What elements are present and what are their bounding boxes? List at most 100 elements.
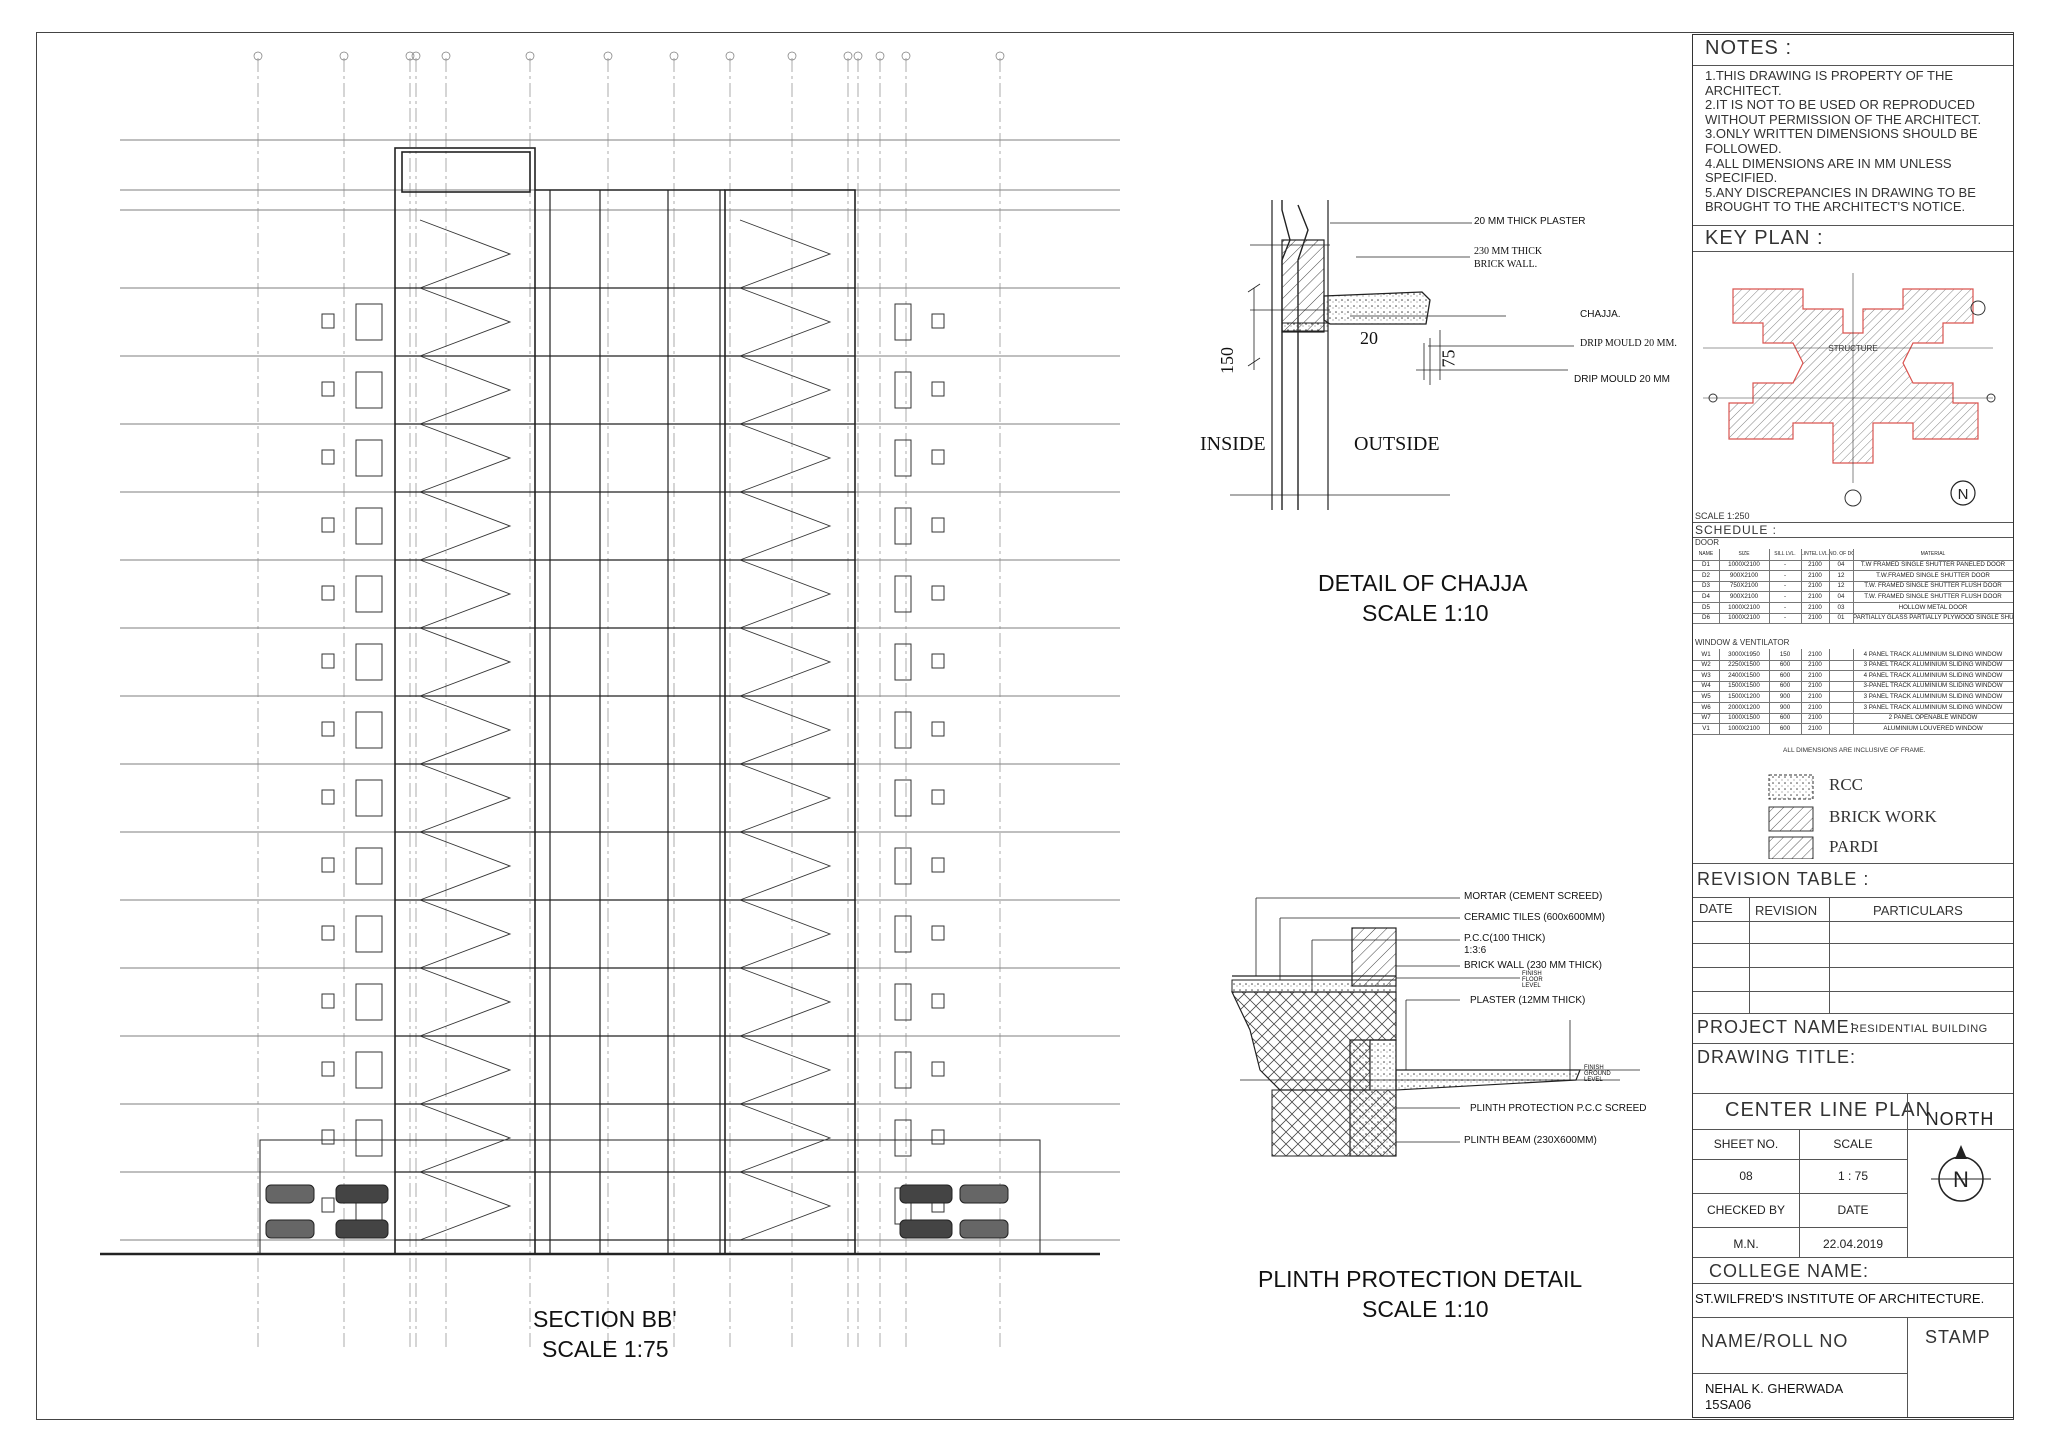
vent-left (321, 789, 335, 805)
grid-bubble (339, 51, 349, 61)
vent-right (931, 721, 945, 737)
north-arrow: N (1931, 1145, 1991, 1202)
stair-flight-right (739, 1035, 832, 1105)
stair-flight-right (739, 219, 832, 289)
schedule-cell: 1000X2100 (1728, 561, 1760, 569)
vent-left (321, 449, 335, 465)
note-line: 1.THIS DRAWING IS PROPERTY OF THE (1705, 68, 1954, 83)
grid-bubble (253, 51, 263, 61)
grid-bubble (669, 51, 679, 61)
revision-col-revision: REVISION (1755, 903, 1818, 918)
vent-left (321, 721, 335, 737)
schedule-cell: - (1783, 603, 1787, 611)
schedule-heading: SCHEDULE : (1695, 523, 1778, 537)
scale-value: 1 : 75 (1837, 1169, 1869, 1183)
checked-by-value: M.N. (1733, 1237, 1759, 1251)
vent-left (321, 1197, 335, 1213)
schedule-cell: 2100 (1808, 603, 1822, 611)
window-left (355, 643, 383, 681)
grid-bubble (853, 51, 863, 61)
schedule-cell: W4 (1701, 682, 1711, 690)
vent-right (931, 789, 945, 805)
drawing-title-label: DRAWING TITLE: (1697, 1047, 1857, 1067)
key-plan-scale: SCALE 1:250 (1695, 511, 1750, 521)
grid-bubble (995, 51, 1005, 61)
legend-pardi: PARDI (1829, 837, 1879, 856)
chajja-dim-20: 20 (1360, 328, 1378, 348)
vent-left (321, 585, 335, 601)
schedule-cell: 2000X1200 (1728, 703, 1760, 711)
schedule-cell: W3 (1701, 671, 1711, 679)
plinth-tiles-label: CERAMIC TILES (600x600MM) (1464, 912, 1605, 923)
stair-flight-left (419, 899, 512, 969)
key-plan-north-text: N (1958, 486, 1969, 503)
stair-flight-left (419, 1171, 512, 1241)
schedule-cell: 2100 (1808, 692, 1822, 700)
grid-bubble (725, 51, 735, 61)
window-left (355, 371, 383, 409)
schedule-cell: W6 (1701, 703, 1711, 711)
revision-col-date: DATE (1699, 901, 1733, 916)
schedule-cell: - (1783, 614, 1787, 622)
schedule-cell: 1000X2100 (1728, 614, 1760, 622)
car (335, 1219, 389, 1239)
schedule-cell: T.W. FRAMED SINGLE SHUTTER FLUSH DOOR (1864, 592, 2002, 600)
grid-bubble (441, 51, 451, 61)
vent-right (931, 585, 945, 601)
schedule-cell: 2 PANEL OPENABLE WINDOW (1888, 714, 1978, 722)
schedule-header-cell: NAME (1698, 550, 1714, 557)
stair-flight-right (739, 491, 832, 561)
stilt-parking (259, 1139, 1041, 1255)
schedule-cell: 900 (1779, 703, 1791, 711)
plinth-pcc-label-2: 1:3:6 (1464, 945, 1487, 956)
schedule-cell: D1 (1702, 561, 1710, 569)
car (899, 1184, 953, 1204)
chajja-detail-drawing (1230, 200, 1574, 510)
stair-flight-right (739, 763, 832, 833)
window-right (894, 643, 912, 681)
window-left (355, 983, 383, 1021)
window-left (355, 711, 383, 749)
note-line: 3.ONLY WRITTEN DIMENSIONS SHOULD BE (1705, 126, 1978, 142)
stair-flight-left (419, 695, 512, 765)
drawing-title-value: CENTER LINE PLAN (1725, 1099, 1932, 1121)
chajja-slab-label: CHAJJA. (1580, 309, 1621, 320)
plinth-beam-label: PLINTH BEAM (230X600MM) (1464, 1135, 1597, 1146)
plinth-title: PLINTH PROTECTION DETAIL (1258, 1266, 1583, 1292)
schedule-cell: 12 (1837, 582, 1845, 590)
revision-col-particulars: PARTICULARS (1873, 903, 1963, 918)
schedule-cell: 2100 (1808, 671, 1822, 679)
vent-left (321, 517, 335, 533)
schedule-cell: 750X2100 (1729, 582, 1759, 590)
schedule-header-cell: SILL LVL. (1774, 550, 1796, 557)
note-line: 5.ANY DISCREPANCIES IN DRAWING TO BE (1705, 184, 1976, 200)
window-right (894, 507, 912, 545)
window-left (355, 915, 383, 953)
schedule-cell: - (1783, 571, 1787, 579)
stair-flight-left (419, 967, 512, 1037)
vent-left (321, 653, 335, 669)
schedule-cell: HOLLOW METAL DOOR (1898, 603, 1968, 611)
scale-label: SCALE (1833, 1137, 1873, 1151)
note-line: SPECIFIED. (1705, 170, 1778, 186)
schedule-cell: ALUMINIUM LOUVERED WINDOW (1883, 724, 1983, 732)
schedule-cell: 600 (1779, 671, 1791, 679)
window-left (355, 507, 383, 545)
project-name-value: RESIDENTIAL BUILDING (1851, 1023, 1988, 1035)
schedule-cell: 04 (1837, 592, 1845, 600)
vent-left (321, 1061, 335, 1077)
title-block: NOTES : 1.THIS DRAWING IS PROPERTY OF TH… (1692, 34, 2014, 1418)
schedule-cell: - (1783, 592, 1787, 600)
schedule-cell: 2400X1500 (1728, 671, 1760, 679)
schedule-cell: 2100 (1808, 582, 1822, 590)
sheet-no-value: 08 (1739, 1169, 1753, 1183)
car (265, 1219, 315, 1239)
schedule-cell: 1500X1200 (1728, 692, 1760, 700)
window-right (894, 371, 912, 409)
schedule-cell: V1 (1702, 724, 1710, 732)
stair-flight-right (739, 967, 832, 1037)
stair-flight-left (419, 491, 512, 561)
window-left (355, 303, 383, 341)
schedule-cell: 1000X2100 (1728, 724, 1760, 732)
stair-core-right (724, 189, 856, 1255)
